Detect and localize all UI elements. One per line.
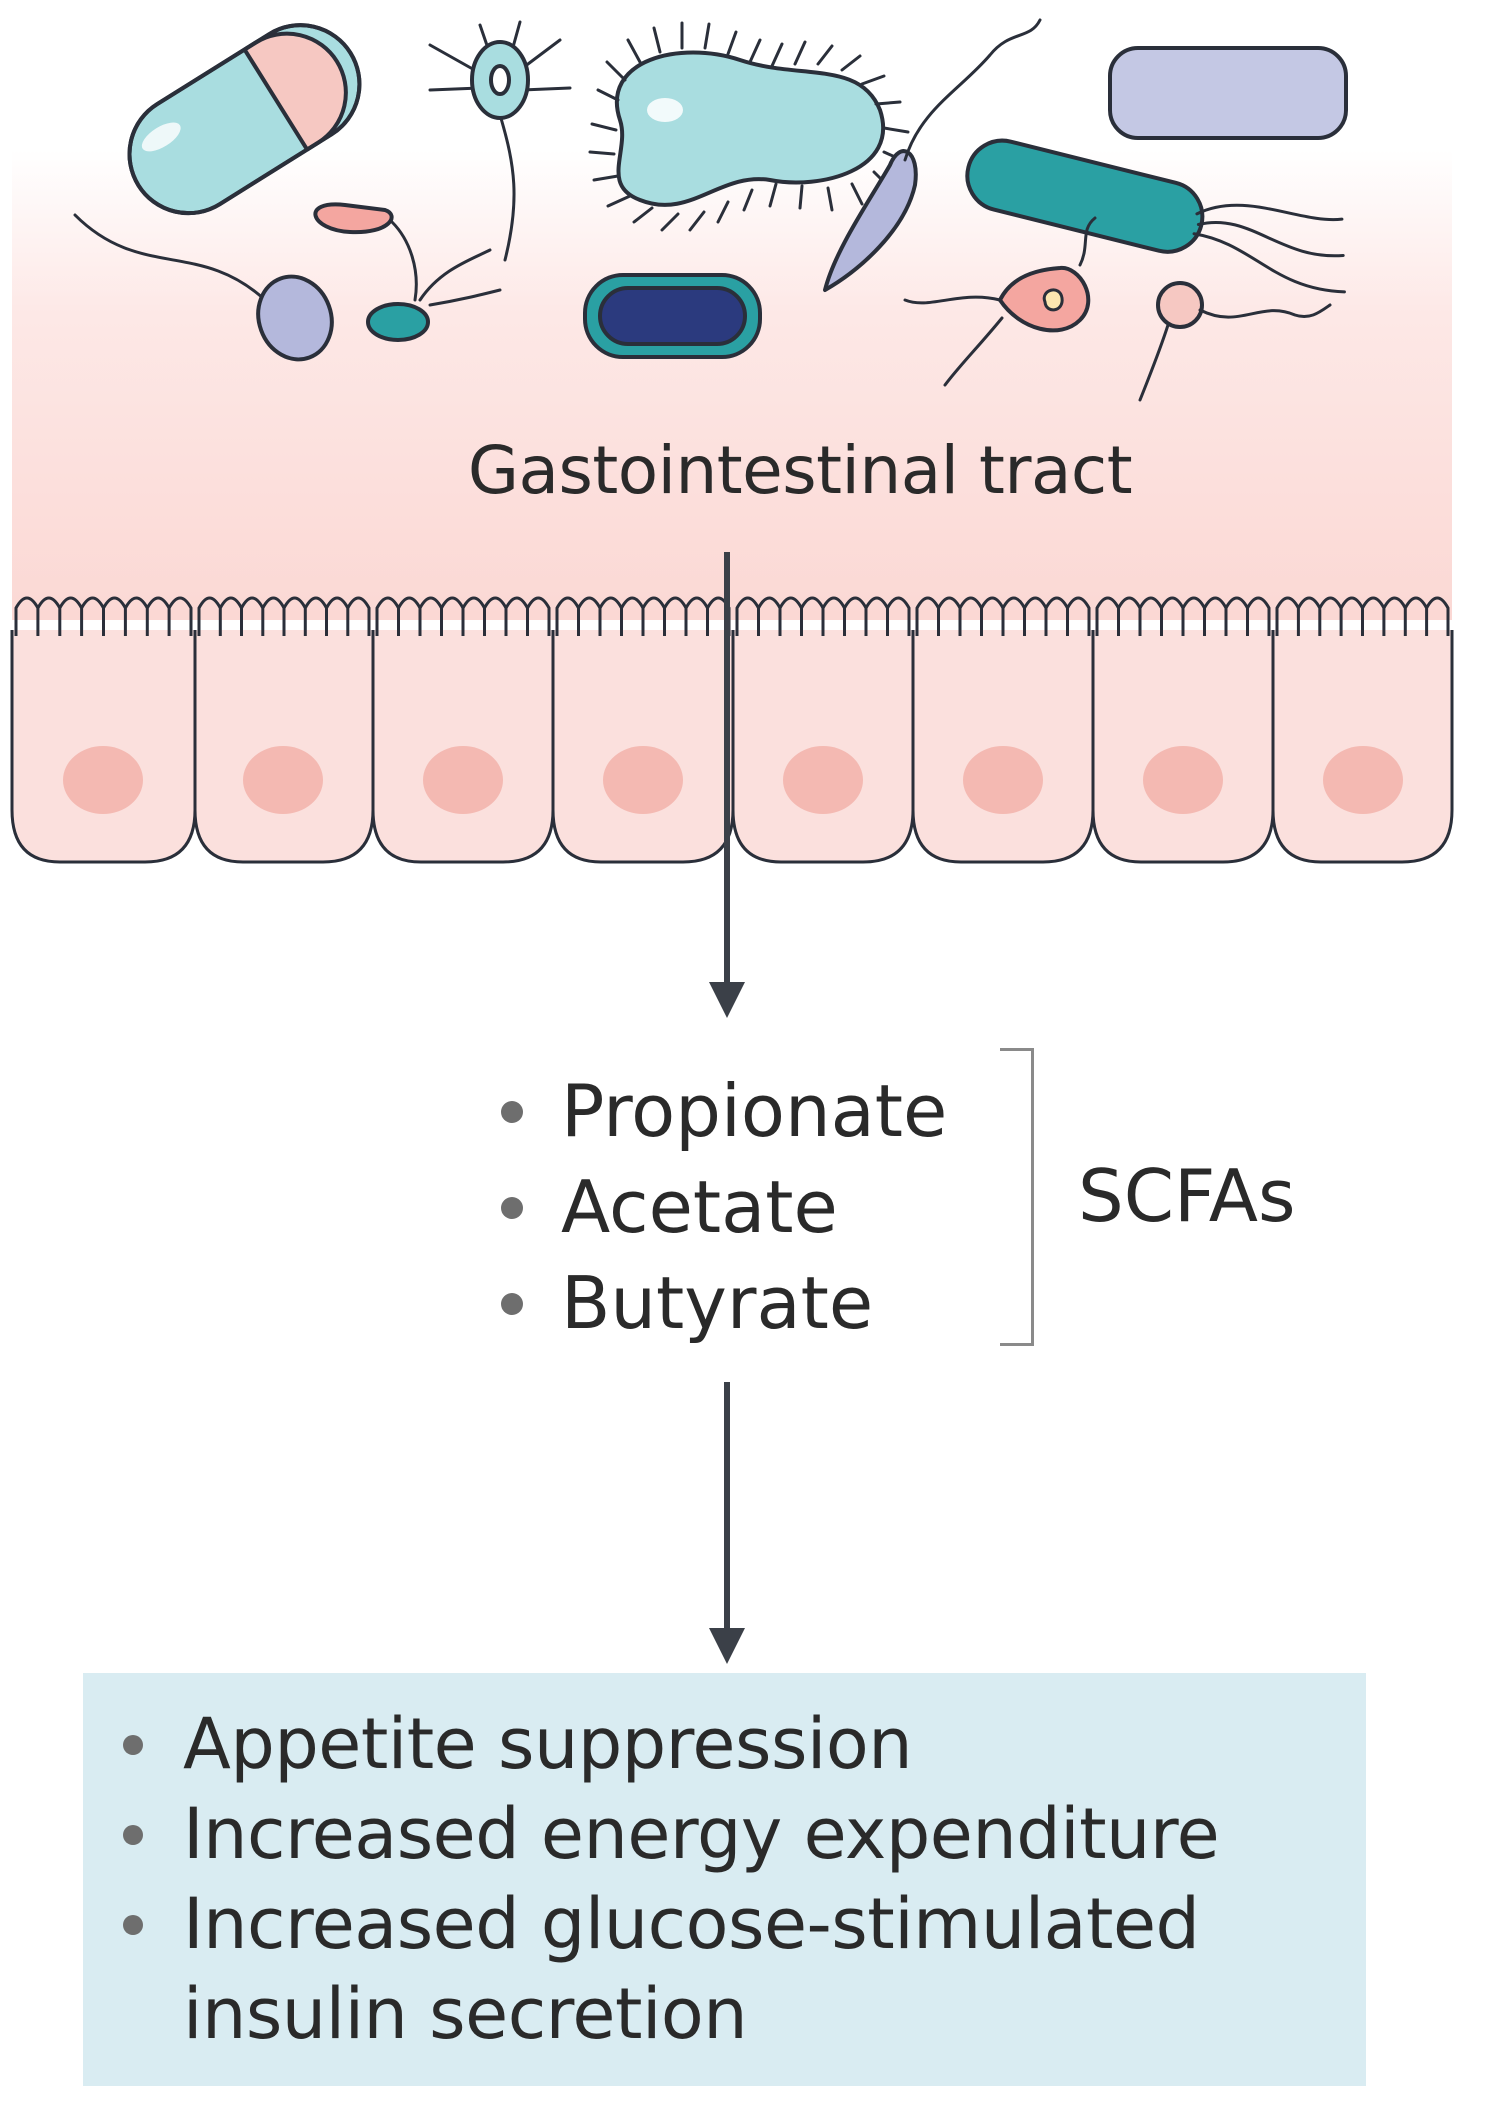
scfa-group-label: SCFAs bbox=[1078, 1154, 1296, 1238]
bullet-icon bbox=[123, 1825, 143, 1845]
effect-item-label: Appetite suppression bbox=[183, 1703, 913, 1785]
bacterium-pink-flagellate-icon bbox=[903, 216, 1097, 387]
gi-tract-label: Gastointestinal tract bbox=[467, 432, 1133, 509]
bullet-icon bbox=[501, 1197, 523, 1219]
effect-item: Increased energy expenditure bbox=[83, 1789, 1366, 1879]
bacterium-lavender-vibrio-icon bbox=[823, 18, 1042, 292]
effect-item-label: Increased energy expenditure bbox=[183, 1793, 1220, 1875]
scfa-list: Propionate Acetate Butyrate bbox=[493, 1063, 1013, 1351]
bacterium-pink-round-icon bbox=[1138, 281, 1332, 402]
gi-lumen-background bbox=[12, 150, 1452, 620]
bacterium-lavender-rod-icon bbox=[1108, 46, 1348, 140]
bacteria-group bbox=[73, 18, 1348, 402]
effect-item: Increased glucose-stimulated insulin sec… bbox=[83, 1879, 1366, 2059]
scfa-item: Butyrate bbox=[493, 1255, 1013, 1351]
effects-list: Appetite suppression Increased energy ex… bbox=[83, 1699, 1366, 2059]
bacterium-ciliated-icon bbox=[588, 21, 910, 232]
bullet-icon bbox=[123, 1915, 143, 1935]
scfa-item-label: Acetate bbox=[561, 1165, 838, 1249]
cell-nuclei bbox=[63, 746, 1403, 814]
bullet-icon bbox=[123, 1735, 143, 1755]
bacterium-small-flagellate-icon bbox=[428, 20, 572, 262]
bacterium-lavender-oval-icon bbox=[73, 213, 334, 362]
scfa-item-label: Butyrate bbox=[561, 1261, 874, 1345]
bullet-icon bbox=[501, 1101, 523, 1123]
effects-box: Appetite suppression Increased energy ex… bbox=[83, 1673, 1366, 2086]
effect-item-label: Increased glucose-stimulated insulin sec… bbox=[183, 1883, 1200, 2055]
scfa-item: Acetate bbox=[493, 1159, 1013, 1255]
bacterium-teal-small-icon bbox=[366, 248, 502, 342]
bacterium-teal-rod-icon bbox=[965, 138, 1346, 294]
epithelial-cells bbox=[10, 630, 1454, 864]
epithelium bbox=[10, 596, 1454, 864]
effect-item: Appetite suppression bbox=[83, 1699, 1366, 1789]
bacterium-navy-rod-icon bbox=[583, 273, 762, 359]
scfa-bracket bbox=[1000, 1048, 1034, 1346]
scfa-item-label: Propionate bbox=[561, 1069, 948, 1153]
scfa-item: Propionate bbox=[493, 1063, 1013, 1159]
bullet-icon bbox=[501, 1293, 523, 1315]
bacterium-pink-small-icon bbox=[313, 202, 418, 302]
bacterium-capsule-icon bbox=[127, 23, 362, 216]
